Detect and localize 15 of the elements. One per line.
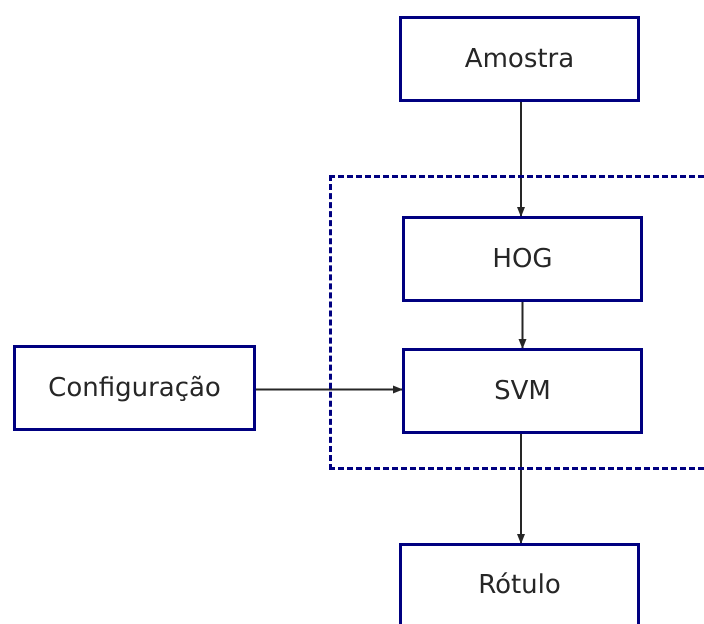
box-label: Configuração <box>48 373 221 403</box>
box-label: HOG <box>492 244 553 274</box>
box-label: Amostra <box>464 44 574 74</box>
process-box <box>13 345 256 431</box>
process-box <box>399 16 640 102</box>
dashed-group-box <box>329 175 704 470</box>
arrow <box>518 302 526 349</box>
box-label: Rótulo <box>478 570 561 600</box>
process-box <box>402 348 643 434</box>
arrow <box>517 434 525 544</box>
arrow <box>256 386 403 394</box>
arrow <box>517 102 525 217</box>
process-box <box>399 543 640 624</box>
box-label: SVM <box>494 376 551 406</box>
process-box <box>402 216 643 302</box>
